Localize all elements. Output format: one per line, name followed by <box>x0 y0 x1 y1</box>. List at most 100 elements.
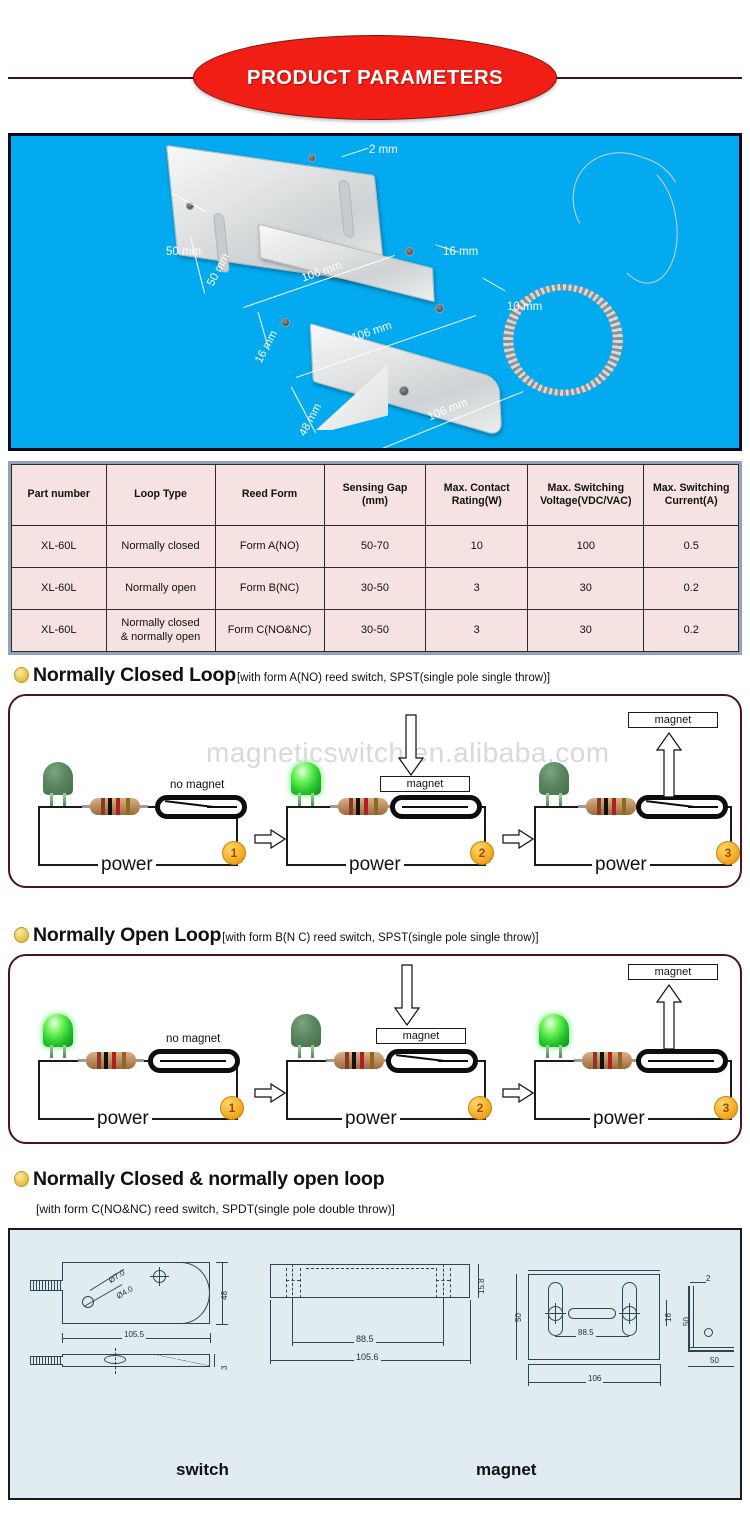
resistor-band-3 <box>116 798 120 815</box>
power-label: power <box>94 1108 152 1130</box>
dim-50-line <box>516 1274 517 1360</box>
technical-drawings-panel: Ø7.0 Ø4.0 48 105.5 3 15.8 <box>8 1228 742 1500</box>
led-leg-anode <box>546 793 549 806</box>
dim-50-side: 50 <box>682 1317 691 1326</box>
section1-title: Normally Closed Loop <box>33 664 236 686</box>
led-leg-cathode <box>311 793 314 806</box>
led-body <box>539 1014 569 1047</box>
product-photo-scene: 2 mm 50 mm 50 mm 106 mm 16 mm 16 mm 106 … <box>11 136 739 448</box>
wire-right <box>236 1060 238 1120</box>
th-max-contact-rating: Max. Contact Rating(W) <box>425 464 529 526</box>
magnet-top-hidden-line <box>306 1268 434 1269</box>
magnet-approach-arrow-down <box>398 714 424 776</box>
reed-switch <box>636 795 728 819</box>
reed-switch <box>390 795 482 819</box>
no-magnet-label: no magnet <box>170 779 225 791</box>
section2-title: Normally Open Loop <box>33 924 222 946</box>
product-photo: 2 mm 50 mm 50 mm 106 mm 16 mm 16 mm 106 … <box>8 133 742 451</box>
dim-88-5: 88.5 <box>354 1334 376 1344</box>
table-row: XL-60L Normally closed & normally open F… <box>11 609 739 652</box>
bracket-l-inner-h <box>688 1347 734 1348</box>
dim-3-line <box>214 1354 215 1367</box>
resistor-band-4 <box>122 1052 126 1069</box>
banner-ellipse: PRODUCT PARAMETERS <box>193 35 557 120</box>
th-reed-form: Reed Form <box>214 464 325 526</box>
bracket-l-inner-v <box>693 1286 694 1348</box>
dim-2: 2 <box>706 1274 711 1283</box>
resistor-body <box>586 798 636 815</box>
circuit-panel-normally-open: no magnet power 1 <box>8 954 742 1144</box>
magnet-retreat-arrow-up <box>656 732 682 798</box>
reed-switch <box>155 795 247 819</box>
bracket-l-profile <box>688 1286 734 1352</box>
step-badge: 3 <box>716 841 740 865</box>
resistor-band-4 <box>370 1052 374 1069</box>
dim-label-16mm-b: 16 mm <box>253 328 281 366</box>
resistor-band-2 <box>356 798 360 815</box>
step-badge: 2 <box>468 1096 492 1120</box>
resistor-band-3 <box>612 798 616 815</box>
switch-side-cable <box>30 1356 63 1365</box>
resistor-lead-left <box>326 1059 335 1062</box>
magnet-slot-right-c <box>443 1264 444 1300</box>
table-header-row: Part number Loop Type Reed Form Sensing … <box>11 464 739 526</box>
wire-right <box>484 1060 486 1120</box>
resistor-lead-left <box>578 805 587 808</box>
magnet-slot-right-a <box>436 1268 437 1298</box>
dim-105-5-tick-l <box>62 1333 63 1343</box>
cell-reed-form: Form C(NO&NC) <box>214 609 325 652</box>
resistor-lead-right <box>135 1059 144 1062</box>
cell-max-switching-current: 0.5 <box>643 525 739 568</box>
dim-48-tick-bottom <box>216 1324 228 1325</box>
resistor-body <box>338 798 388 815</box>
cell-part-number: XL-60L <box>11 567 107 610</box>
drawing-magnet-view: 15.8 88.5 105.6 <box>258 1258 486 1398</box>
drawing-bracket-view: 50 88.5 106 16 2 50 50 <box>506 1256 736 1406</box>
dim-88-5-ext-l <box>292 1300 293 1346</box>
resistor-band-4 <box>126 798 130 815</box>
dim-leader-10mm <box>482 277 506 292</box>
reed-blade-closed <box>160 1060 226 1062</box>
led-leg-anode <box>298 793 301 806</box>
wire-left <box>38 1060 40 1120</box>
cell-reed-form: Form B(NC) <box>214 567 325 610</box>
reed-blade-closed <box>402 806 468 808</box>
led-indicator <box>43 762 73 806</box>
wire-right <box>484 806 486 866</box>
dim-105-6-ext-r <box>470 1300 471 1364</box>
circuit-step-3: magnet power 3 <box>506 696 740 886</box>
cell-loop-type: Normally closed & normally open <box>105 609 216 652</box>
cell-max-contact-rating: 3 <box>425 567 529 610</box>
bracket-screw-right-cross-v <box>629 1303 630 1324</box>
resistor <box>326 1052 392 1069</box>
switch-mount-hole <box>82 1296 94 1308</box>
flow-arrow-2-3 <box>502 829 534 849</box>
resistor-lead-right <box>139 805 148 808</box>
led-indicator <box>539 762 569 806</box>
led-indicator <box>291 762 321 806</box>
wire-right <box>236 806 238 866</box>
resistor-band-2 <box>352 1052 356 1069</box>
th-max-switching-current: Max. Switching Current(A) <box>643 464 739 526</box>
resistor <box>78 1052 144 1069</box>
resistor-lead-left <box>82 805 91 808</box>
reed-switch <box>148 1049 240 1073</box>
led-indicator <box>539 1014 569 1058</box>
magnet-approach-arrow-down <box>394 964 420 1026</box>
power-label: power <box>590 1108 648 1130</box>
table-row: XL-60L Normally closed Form A(NO) 50-70 … <box>11 525 739 568</box>
resistor-body <box>334 1052 384 1069</box>
resistor-band-2 <box>108 798 112 815</box>
no-magnet-label: no magnet <box>166 1033 221 1045</box>
resistor-body <box>86 1052 136 1069</box>
th-loop-type: Loop Type <box>105 464 216 526</box>
led-leg-cathode <box>311 1045 314 1058</box>
led-body <box>539 762 569 795</box>
circuit-step-1: no magnet power 1 <box>10 696 254 886</box>
led-leg-cathode <box>559 1045 562 1058</box>
table-row: XL-60L Normally open Form B(NC) 30-50 3 … <box>11 567 739 610</box>
reed-blade-closed <box>648 1060 714 1062</box>
led-body <box>43 1014 73 1047</box>
cell-max-switching-current: 0.2 <box>643 567 739 610</box>
led-leg-cathode <box>63 1045 66 1058</box>
